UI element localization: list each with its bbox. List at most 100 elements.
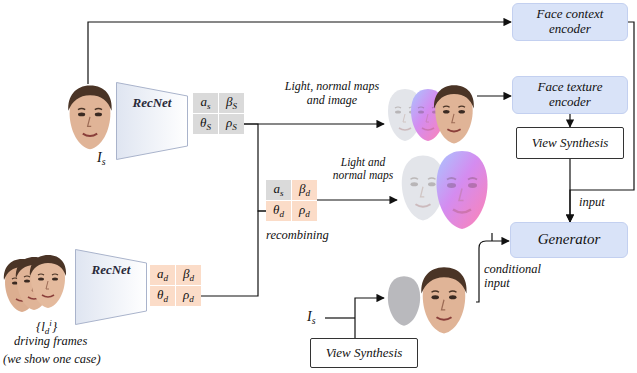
trapezoid-outline [75, 249, 147, 325]
parameter-symbol: ad [157, 267, 168, 284]
text-run: a [200, 94, 207, 109]
parameter-cell: βd [176, 265, 201, 285]
parameter-cell: as [193, 93, 218, 113]
wire [355, 298, 384, 338]
face-features [432, 291, 457, 320]
annotation-label: {ldi} [36, 318, 57, 337]
parameter-cell: βd [292, 180, 317, 200]
subscript: d [305, 188, 310, 198]
face-hair [30, 255, 66, 276]
subscript: s [312, 315, 316, 326]
annotation-label: Light and normal maps [330, 156, 396, 182]
parameter-cell: θd [150, 286, 175, 306]
wire [325, 317, 355, 318]
parameter-symbol: βd [183, 267, 194, 284]
connector [569, 114, 570, 127]
parameter-cell: ρd [176, 286, 201, 306]
text-run: ρ [299, 202, 305, 217]
subscript: d [305, 209, 310, 219]
wire [88, 22, 511, 84]
text-run: {l [36, 319, 45, 334]
text-run: } [52, 319, 57, 334]
face-features [443, 106, 465, 131]
text-run: ρ [226, 115, 232, 130]
parameter-cell: ρd [292, 201, 317, 221]
text-run: I [97, 150, 102, 165]
edge-label: input [578, 195, 606, 209]
parameter-cell: θd [266, 201, 291, 221]
parameter-symbol: βd [299, 182, 310, 199]
text-run: θ [200, 115, 206, 130]
face-hair [421, 267, 466, 293]
subscript: s [280, 188, 284, 198]
annotation-label: (we show one case) [3, 352, 101, 366]
subscript: d [189, 273, 194, 283]
parameter-symbol: ρd [299, 203, 310, 220]
box-label: View Synthesis [326, 346, 403, 361]
annotation-label: driving frames [14, 334, 87, 348]
annotation-label: conditional input [484, 262, 556, 291]
subscript: d [163, 273, 168, 283]
block-title: RecNet [133, 96, 172, 111]
box-label: Generator [538, 231, 601, 248]
parameter-cell: as [266, 180, 291, 200]
normal-map-shading [418, 107, 438, 130]
face-hair [68, 86, 111, 111]
subscript: s [207, 101, 211, 111]
face-features [38, 274, 58, 297]
encoder-box: Generator [510, 222, 628, 258]
parameter-symbol: θd [157, 288, 168, 305]
subscript: d [189, 294, 194, 304]
parameter-symbol: θS [200, 116, 211, 133]
parameter-symbol: as [273, 182, 283, 199]
subscript: d [279, 209, 284, 219]
annotation-label: Light, normal maps and image [280, 80, 384, 108]
process-box: View Synthesis [310, 338, 418, 368]
face-hair [434, 85, 474, 108]
wire [477, 95, 511, 96]
light-normal-image [388, 85, 474, 143]
parameter-symbol: ρd [183, 288, 194, 305]
box-label: Face context encoder [527, 7, 613, 37]
network-block: RecNet [75, 249, 147, 325]
silhouette [388, 276, 420, 325]
parameter-symbol: ρS [226, 116, 237, 133]
network-block: RecNet [116, 82, 188, 160]
light-map-shading [411, 178, 436, 207]
box-label: Face texture encoder [527, 80, 613, 110]
trapezoid-shape [117, 83, 188, 160]
parameter-cell: ad [150, 265, 175, 285]
superscript: i [49, 318, 52, 328]
subscript: s [102, 156, 106, 167]
subscript: S [206, 122, 211, 132]
text-run: θ [157, 287, 163, 302]
subscript: S [232, 122, 237, 132]
text-run: β [183, 266, 189, 281]
text-run: β [226, 94, 232, 109]
connector [201, 211, 266, 296]
subscript: d [163, 294, 168, 304]
parameter-cell: ρS [219, 114, 244, 134]
annotation-label: Is [307, 309, 316, 327]
parameter-cell: βS [219, 93, 244, 113]
text-run: a [157, 266, 164, 281]
trapezoid-shape [76, 250, 147, 325]
driving-frames [4, 255, 66, 312]
annotation-label: recombining [266, 228, 329, 242]
parameter-cell: θS [193, 114, 218, 134]
connector [570, 22, 634, 222]
wire [491, 233, 492, 241]
light-normal-maps [402, 151, 488, 229]
conditional-image [388, 267, 467, 333]
text-run: a [273, 181, 280, 196]
annotation-label: Is [97, 150, 106, 168]
wire [317, 199, 397, 200]
subscript: S [232, 101, 237, 111]
box-label: View Synthesis [532, 136, 609, 151]
parameter-symbol: θd [273, 203, 284, 220]
normal-map-shading [447, 178, 477, 213]
face-features [78, 108, 102, 136]
text-run: β [299, 181, 305, 196]
parameter-symbol: βS [226, 95, 237, 112]
